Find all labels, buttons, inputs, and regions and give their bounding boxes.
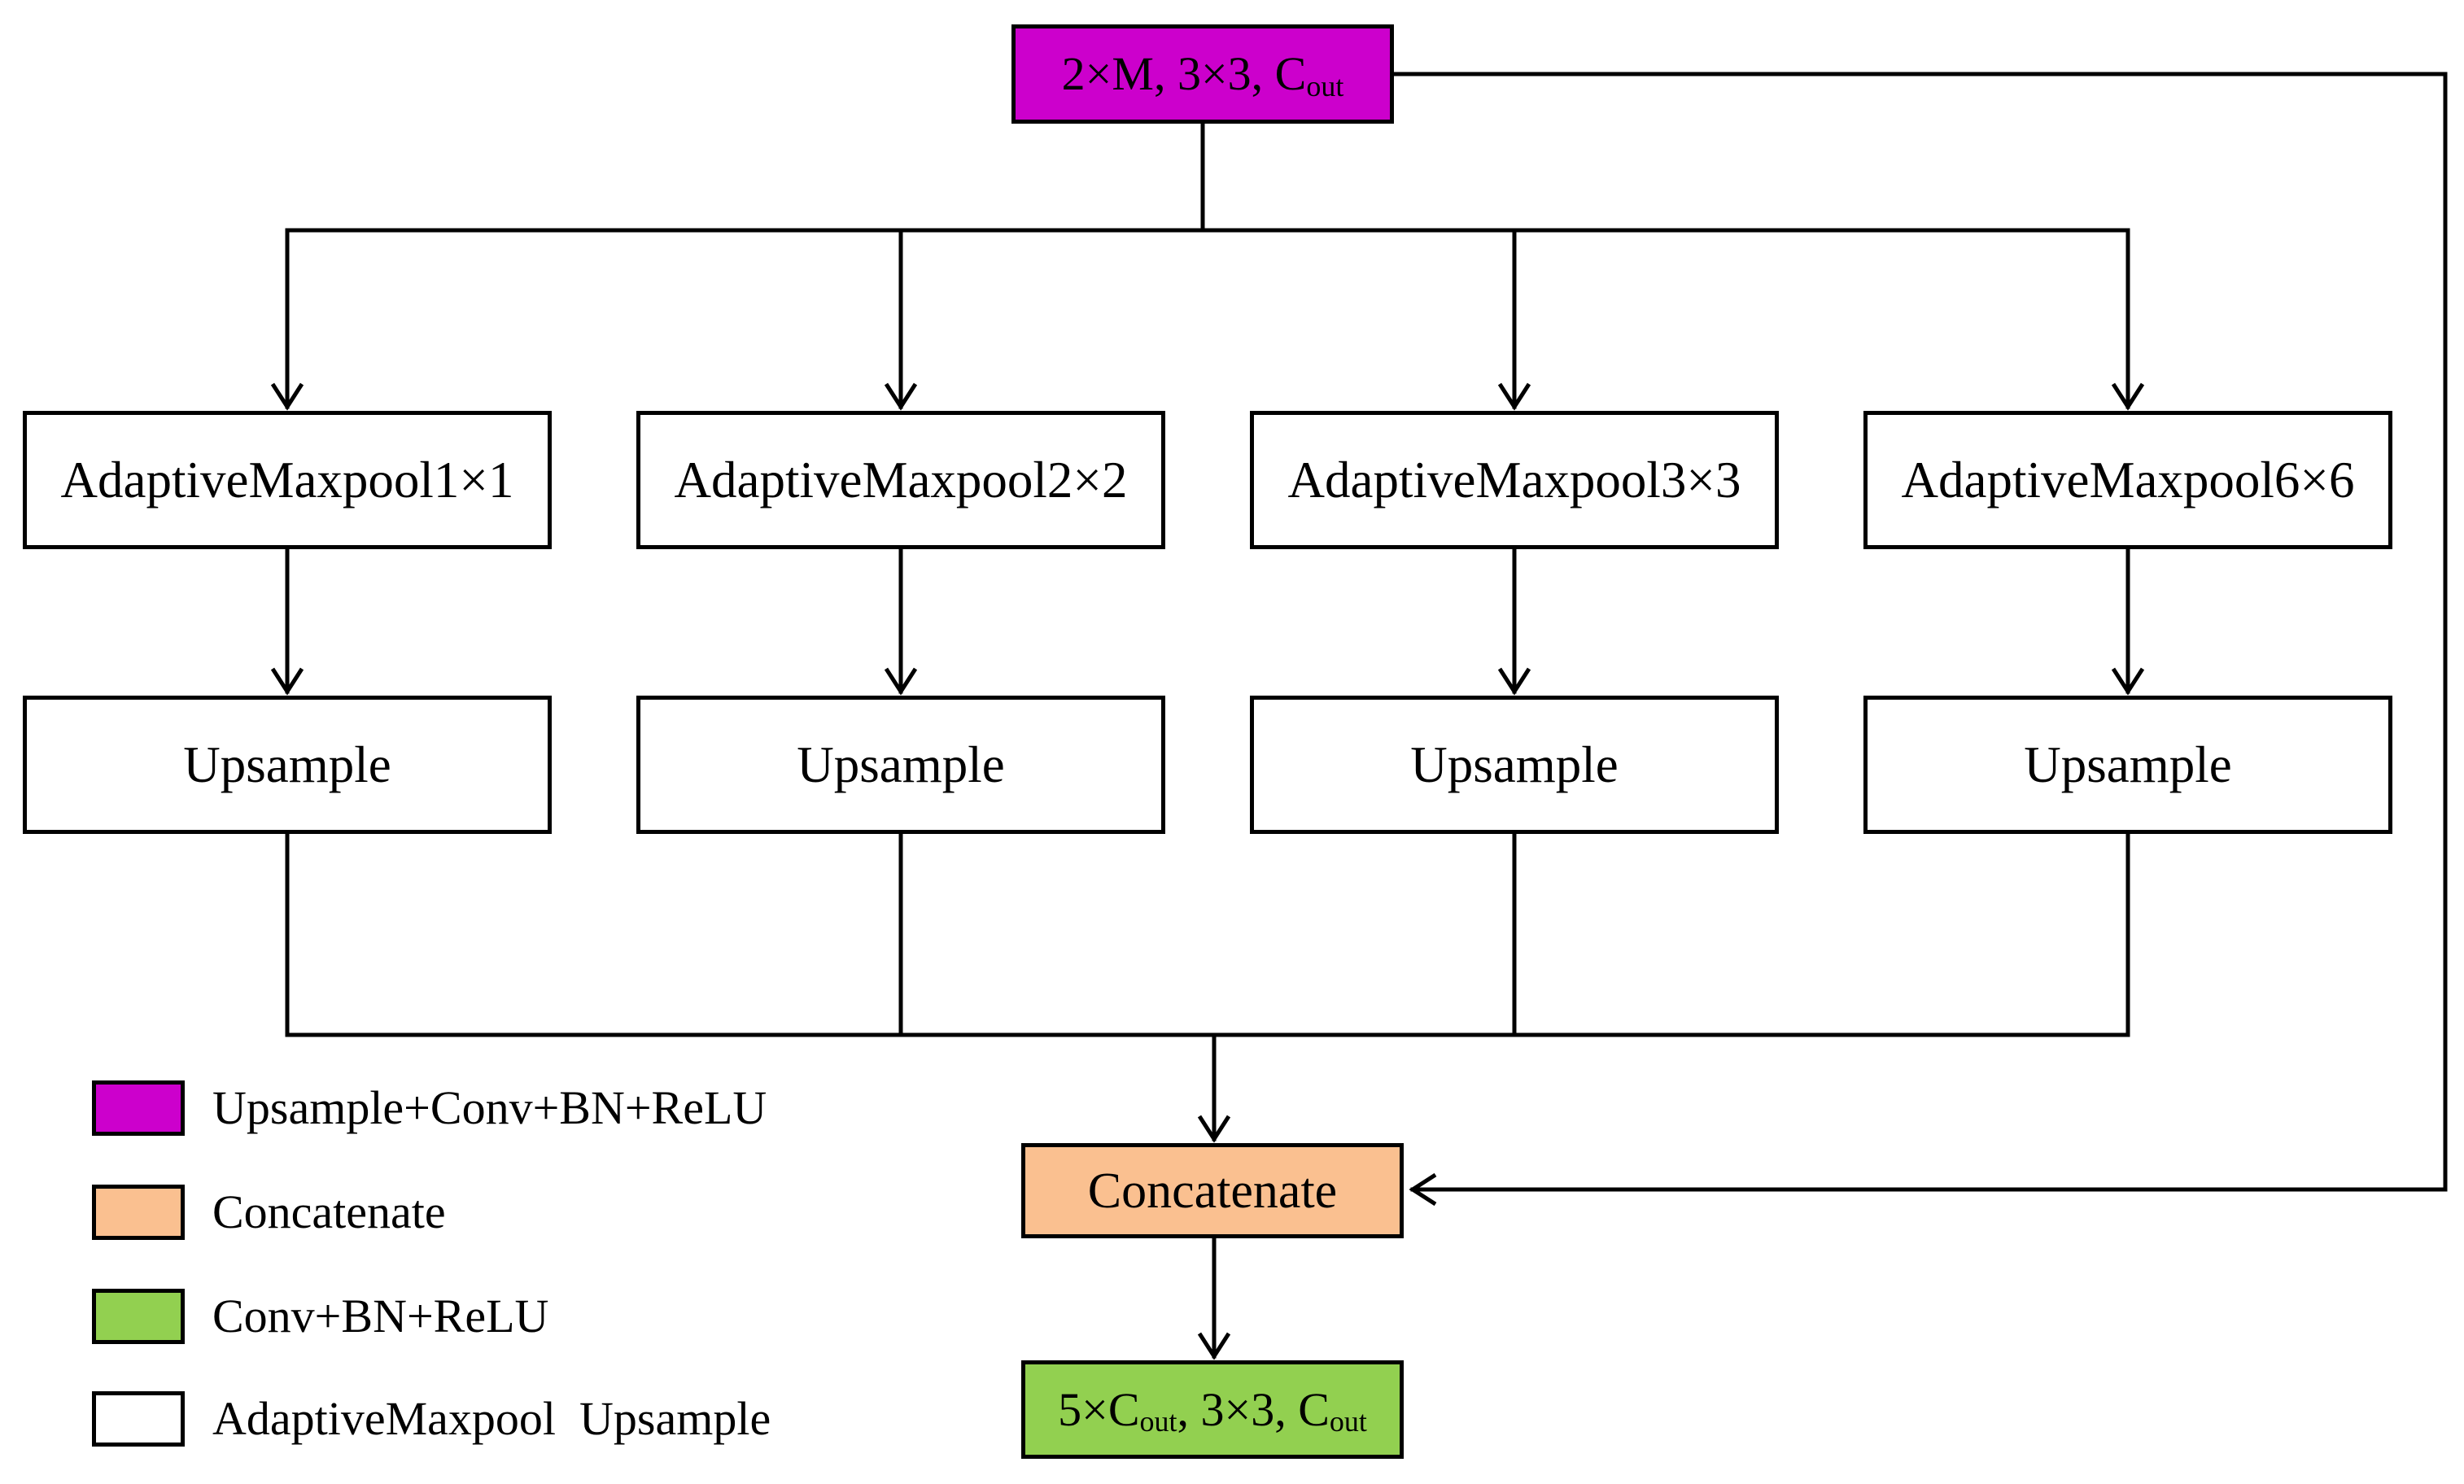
upsample-label-2: Upsample [797,735,1005,793]
legend-item-conv-bn-relu: Conv+BN+ReLU [92,1289,548,1344]
legend-item-adaptivemaxpool-upsample: AdaptiveMaxpool Upsample [92,1391,771,1447]
legend-swatch-peach [92,1185,185,1240]
input-conv-box: 2×M, 3×3, Cout [1011,24,1394,124]
legend-swatch-green [92,1289,185,1344]
legend-label: Conv+BN+ReLU [212,1290,549,1342]
concatenate-label: Concatenate [1087,1163,1338,1219]
input-conv-label: 2×M, 3×3, Cout [1061,47,1344,103]
upsample-box-2: Upsample [636,696,1165,834]
legend-item-upsample-conv-bn-relu: Upsample+Conv+BN+ReLU [92,1080,767,1136]
adaptive-maxpool-1x1-box: AdaptiveMaxpool1×1 [23,411,552,549]
output-conv-label: 5×Cout, 3×3, Cout [1058,1382,1367,1438]
upsample-label-4: Upsample [2024,735,2232,793]
legend-swatch-magenta [92,1080,185,1136]
adaptive-maxpool-3x3-label: AdaptiveMaxpool3×3 [1287,451,1741,508]
upsample-box-1: Upsample [23,696,552,834]
legend-label: AdaptiveMaxpool Upsample [212,1392,771,1445]
legend-label: Upsample+Conv+BN+ReLU [212,1081,767,1134]
legend-label: Concatenate [212,1185,446,1238]
output-conv-box: 5×Cout, 3×3, Cout [1021,1360,1404,1459]
adaptive-maxpool-1x1-label: AdaptiveMaxpool1×1 [60,451,514,508]
concatenate-box: Concatenate [1021,1143,1404,1238]
arrow-skip-connection [1391,72,2448,1207]
upsample-box-3: Upsample [1250,696,1779,834]
adaptive-maxpool-2x2-label: AdaptiveMaxpool2×2 [674,451,1128,508]
adaptive-maxpool-2x2-box: AdaptiveMaxpool2×2 [636,411,1165,549]
adaptive-maxpool-6x6-box: AdaptiveMaxpool6×6 [1863,411,2392,549]
legend-swatch-white [92,1391,185,1447]
adaptive-maxpool-3x3-box: AdaptiveMaxpool3×3 [1250,411,1779,549]
upsample-label-3: Upsample [1410,735,1619,793]
adaptive-maxpool-6x6-label: AdaptiveMaxpool6×6 [1901,451,2355,508]
upsample-box-4: Upsample [1863,696,2392,834]
upsample-label-1: Upsample [183,735,391,793]
legend-item-concatenate: Concatenate [92,1185,446,1240]
